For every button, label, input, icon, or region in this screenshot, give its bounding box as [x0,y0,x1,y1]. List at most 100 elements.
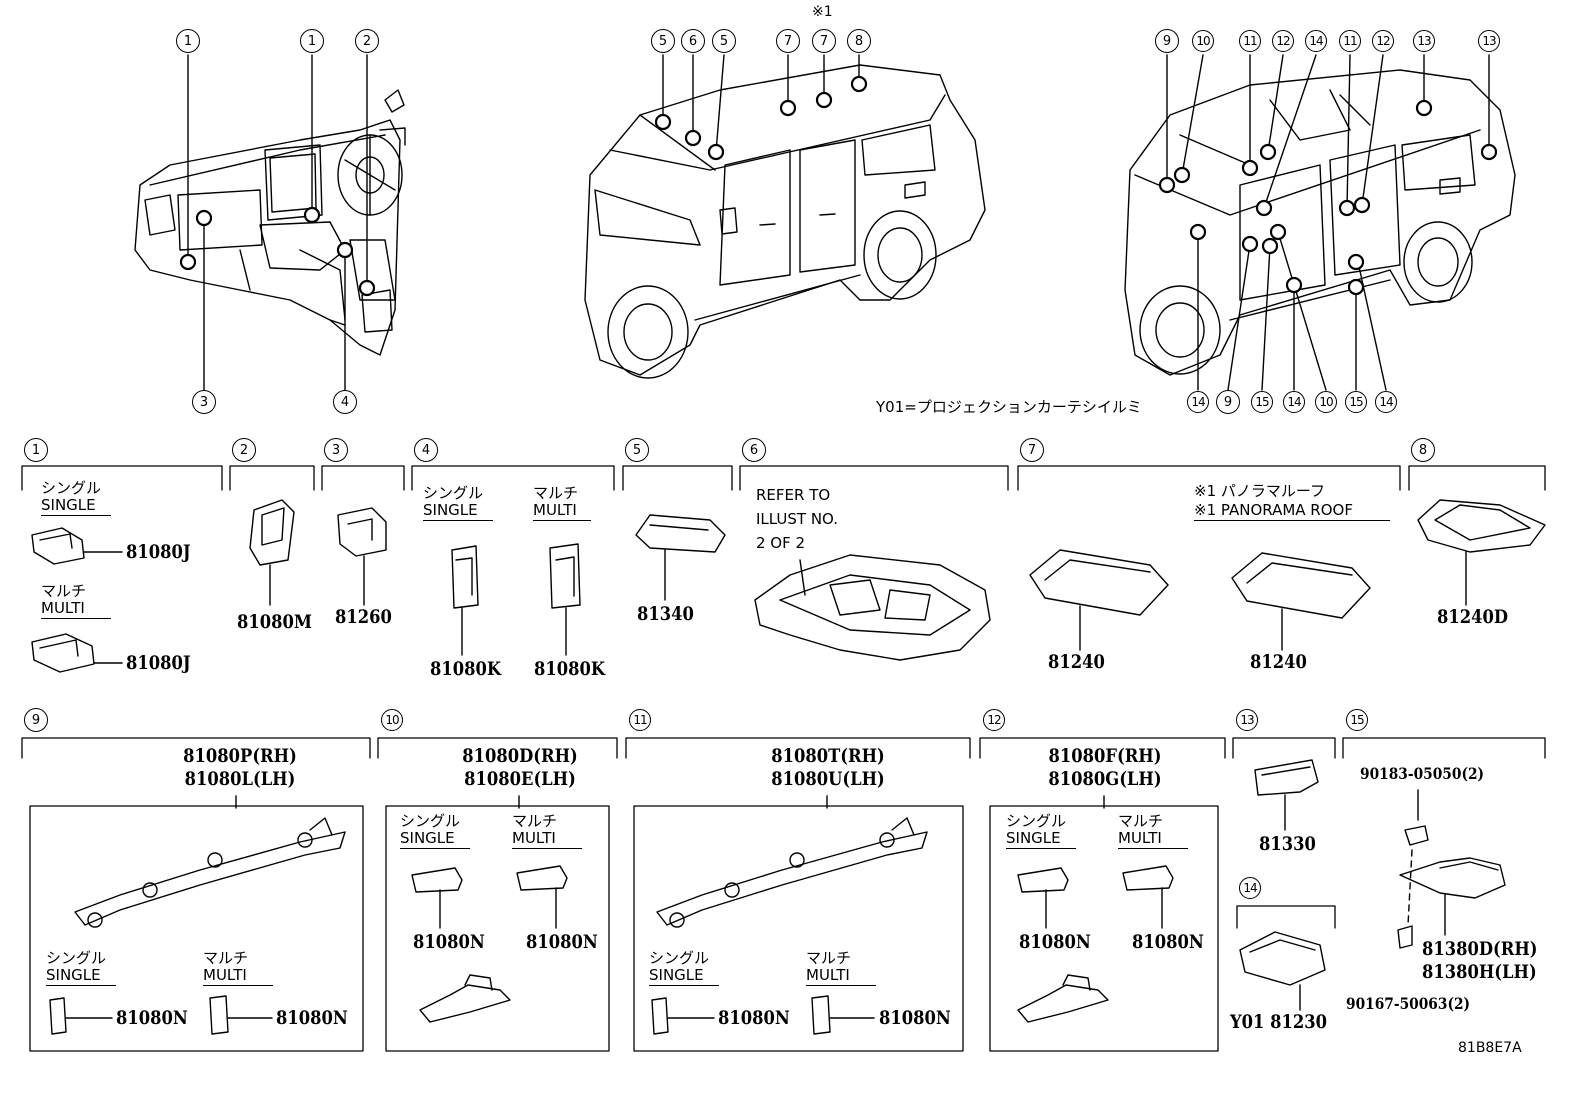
s11-part-lh[interactable]: 81080U(LH) [771,768,885,790]
s12-single-en: SINGLE [1006,831,1076,849]
s8-part[interactable]: 81240D [1437,606,1509,628]
s6-note-2: ILLUST NO. [756,510,839,528]
section-badge-1: 1 [24,438,48,462]
callout-rear-9: 9 [1155,29,1179,53]
diagram-code: 81B8E7A [1458,1040,1522,1056]
s1-multi-part[interactable]: 81080J [126,652,191,674]
s1-multi-jp: マルチ [41,582,87,600]
callout-side-7b: 7 [812,29,836,53]
s3-part[interactable]: 81260 [335,606,392,628]
callout-rear-13a: 13 [1413,30,1435,52]
s11-part-rh[interactable]: 81080T(RH) [771,745,885,767]
s9-multi-en: MULTI [203,968,273,986]
section-badge-9: 9 [24,708,48,732]
legend-y01: Y01=プロジェクションカーテシイルミ [876,398,1142,416]
callout-rear-10: 10 [1192,30,1214,52]
s11-multi-en: MULTI [806,968,876,986]
section-badge-3: 3 [324,438,348,462]
s10-single-en: SINGLE [400,831,470,849]
callout-rear-bottom-14a: 14 [1187,391,1209,413]
s11-single-jp: シングル [649,949,710,967]
section-badge-11: 11 [629,709,651,731]
s15-bolt-bottom[interactable]: 90167-50063(2) [1346,994,1471,1013]
s4-single-jp: シングル [423,484,484,502]
s9-multi-part[interactable]: 81080N [276,1007,348,1029]
s11-single-en: SINGLE [649,968,719,986]
s1-single-en: SINGLE [41,498,111,516]
s9-single-en: SINGLE [46,968,116,986]
s7-panorama-part[interactable]: 81240 [1250,651,1307,673]
part-sketches-row1 [31,499,1546,673]
s7-note-jp: ※1 パノラマルーフ [1194,482,1325,500]
part-sketches-row2 [49,759,1506,1035]
section-badge-6: 6 [742,438,766,462]
callout-rear-11b: 11 [1339,30,1361,52]
s12-single-part[interactable]: 81080N [1019,931,1091,953]
s11-multi-part[interactable]: 81080N [879,1007,951,1029]
section-brackets [21,465,1546,929]
s10-multi-jp: マルチ [512,812,558,830]
section-badge-12: 12 [983,709,1005,731]
s12-multi-jp: マルチ [1118,812,1164,830]
s14-part[interactable]: Y01 81230 [1230,1011,1327,1033]
callout-side-6: 6 [681,29,705,53]
suv-side-illustration [584,64,986,379]
s11-single-part[interactable]: 81080N [718,1007,790,1029]
s7-note-en: ※1 PANORAMA ROOF [1194,503,1390,521]
s9-single-jp: シングル [46,949,107,967]
s7-part[interactable]: 81240 [1048,651,1105,673]
section-badge-4: 4 [414,438,438,462]
location-dots [179,75,1498,297]
s10-multi-part[interactable]: 81080N [526,931,598,953]
section-badge-8: 8 [1411,438,1435,462]
s1-single-jp: シングル [41,479,102,497]
s4-single-part[interactable]: 81080K [430,658,502,680]
s5-part[interactable]: 81340 [637,603,694,625]
s1-multi-en: MULTI [41,601,111,619]
s4-multi-jp: マルチ [533,484,579,502]
s4-multi-part[interactable]: 81080K [534,658,606,680]
s15-part-lh[interactable]: 81380H(LH) [1422,961,1537,983]
section-badge-10: 10 [381,709,403,731]
s9-part-lh[interactable]: 81080L(LH) [184,768,296,790]
callout-rear-13b: 13 [1478,30,1500,52]
section-badge-14: 14 [1239,877,1261,899]
callout-rear-11a: 11 [1239,30,1261,52]
callout-side-5a: 5 [651,29,675,53]
section-badge-2: 2 [232,438,256,462]
callout-rear-bottom-15a: 15 [1251,391,1273,413]
callout-rear-bottom-14b: 14 [1283,391,1305,413]
s6-note-3: 2 OF 2 [756,534,806,552]
s12-part-rh[interactable]: 81080F(RH) [1048,745,1162,767]
s9-part-rh[interactable]: 81080P(RH) [183,745,297,767]
callout-side-5b: 5 [712,29,736,53]
callout-rear-bottom-14c: 14 [1375,391,1397,413]
s2-part[interactable]: 81080M [237,611,312,633]
callout-rear-bottom-9: 9 [1216,390,1240,414]
s1-single-part[interactable]: 81080J [126,541,191,563]
s13-part[interactable]: 81330 [1259,833,1316,855]
dashboard-illustration [134,89,406,356]
section-badge-7: 7 [1020,438,1044,462]
s12-part-lh[interactable]: 81080G(LH) [1048,768,1162,790]
section-badge-5: 5 [625,438,649,462]
suv-interior-illustration [1124,69,1516,376]
section-badge-13: 13 [1236,709,1258,731]
roof-note-marker: ※1 [812,4,833,20]
callout-side-8: 8 [847,29,871,53]
s15-bolt-top[interactable]: 90183-05050(2) [1360,764,1485,783]
s10-part-rh[interactable]: 81080D(RH) [462,745,578,767]
s6-note-1: REFER TO [756,486,831,504]
s10-single-part[interactable]: 81080N [413,931,485,953]
s12-multi-part[interactable]: 81080N [1132,931,1204,953]
s4-multi-en: MULTI [533,503,591,521]
s15-part-rh[interactable]: 81380D(RH) [1422,938,1538,960]
callout-dash-1b: 1 [300,29,324,53]
s9-single-part[interactable]: 81080N [116,1007,188,1029]
s10-part-lh[interactable]: 81080E(LH) [464,768,576,790]
s10-multi-en: MULTI [512,831,582,849]
leader-lines [187,54,1490,391]
callout-dash-4: 4 [333,390,357,414]
